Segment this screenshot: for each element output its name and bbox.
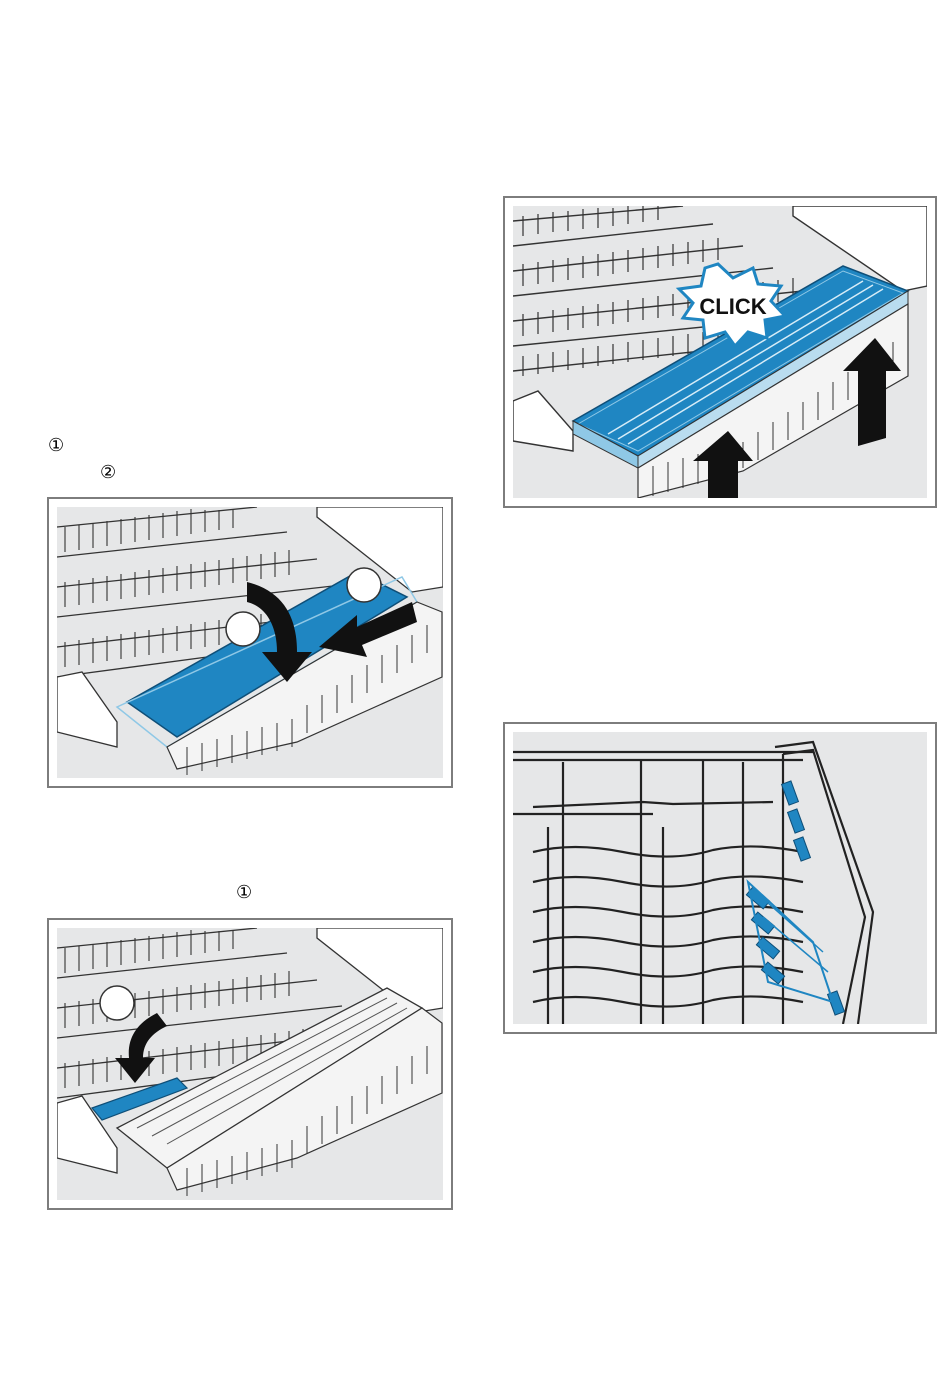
click-label: CLICK	[699, 294, 766, 319]
figure-click-cutlery-drawer: CLICK	[503, 196, 937, 508]
insert-drawer-illustration	[57, 507, 443, 778]
callout-circle-2	[347, 568, 381, 602]
figure-rack-clips	[503, 722, 937, 1034]
rack-clips-illustration	[513, 732, 927, 1024]
callout-circle-1	[226, 612, 260, 646]
cutlery-drawer-click-illustration: CLICK	[513, 206, 927, 498]
step-marker-1: ①	[48, 437, 64, 455]
figure-insert-drawer	[47, 497, 453, 788]
step-marker-2: ②	[100, 464, 116, 482]
step-marker-3: ①	[236, 884, 252, 902]
callout-circle-1	[100, 986, 134, 1020]
fold-drawer-illustration	[57, 928, 443, 1200]
figure-fold-drawer	[47, 918, 453, 1210]
